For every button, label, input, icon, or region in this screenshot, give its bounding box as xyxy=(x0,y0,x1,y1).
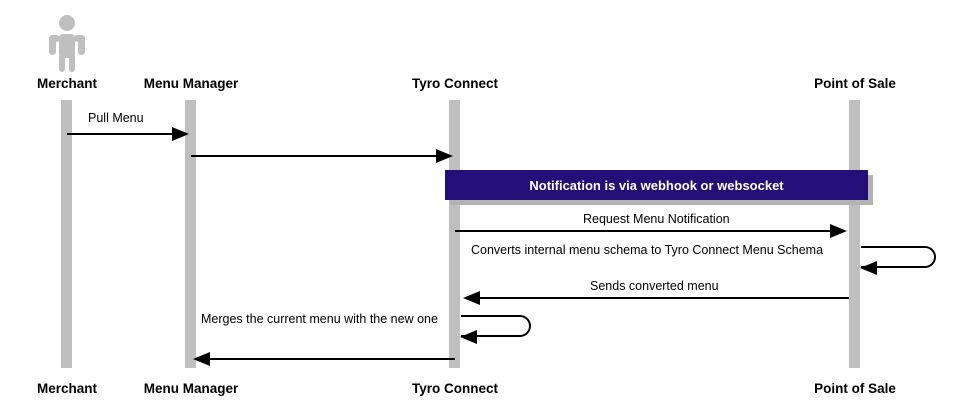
footer-label-menu-manager: Menu Manager xyxy=(143,381,239,396)
participant-label-tyro-connect: Tyro Connect xyxy=(411,76,499,91)
arrow-head-merges-menu xyxy=(460,330,477,344)
participant-label-point-of-sale: Point of Sale xyxy=(814,76,896,91)
message-line-forward-pull xyxy=(191,155,439,157)
actor-figure-svg xyxy=(49,15,85,72)
lifeline-menu-manager xyxy=(185,100,196,368)
self-loop-merges-menu xyxy=(461,315,531,337)
message-line-return-merged-menu xyxy=(207,358,455,360)
message-label-sends-converted-menu: Sends converted menu xyxy=(590,279,719,293)
message-label-pull-menu: Pull Menu xyxy=(88,111,144,125)
message-line-request-menu-notification xyxy=(455,230,833,232)
self-loop-converts-schema xyxy=(861,246,936,268)
footer-label-merchant: Merchant xyxy=(36,381,98,396)
arrow-head-forward-pull xyxy=(436,149,453,163)
self-message-label-converts-schema: Converts internal menu schema to Tyro Co… xyxy=(471,243,824,257)
arrow-head-pull-menu xyxy=(172,127,189,141)
arrow-head-return-merged-menu xyxy=(193,352,210,366)
participant-label-merchant: Merchant xyxy=(36,76,98,91)
arrow-head-converts-schema xyxy=(860,261,877,275)
self-message-label-merges-menu: Merges the current menu with the new one xyxy=(201,312,438,326)
merchant-actor-icon xyxy=(44,14,90,77)
note-text: Notification is via webhook or websocket xyxy=(529,177,784,193)
footer-label-point-of-sale: Point of Sale xyxy=(814,381,896,396)
participant-label-menu-manager: Menu Manager xyxy=(143,76,239,91)
note-notification-banner: Notification is via webhook or websocket xyxy=(445,170,868,200)
message-line-sends-converted-menu xyxy=(477,297,849,299)
lifeline-merchant xyxy=(61,100,72,368)
lifeline-point-of-sale xyxy=(849,100,860,368)
lifeline-tyro-connect xyxy=(449,100,460,368)
arrow-head-request-menu-notification xyxy=(830,224,847,238)
arrow-head-sends-converted-menu xyxy=(463,291,480,305)
message-label-request-menu-notification: Request Menu Notification xyxy=(583,212,730,226)
footer-label-tyro-connect: Tyro Connect xyxy=(411,381,499,396)
message-line-pull-menu xyxy=(67,133,175,135)
